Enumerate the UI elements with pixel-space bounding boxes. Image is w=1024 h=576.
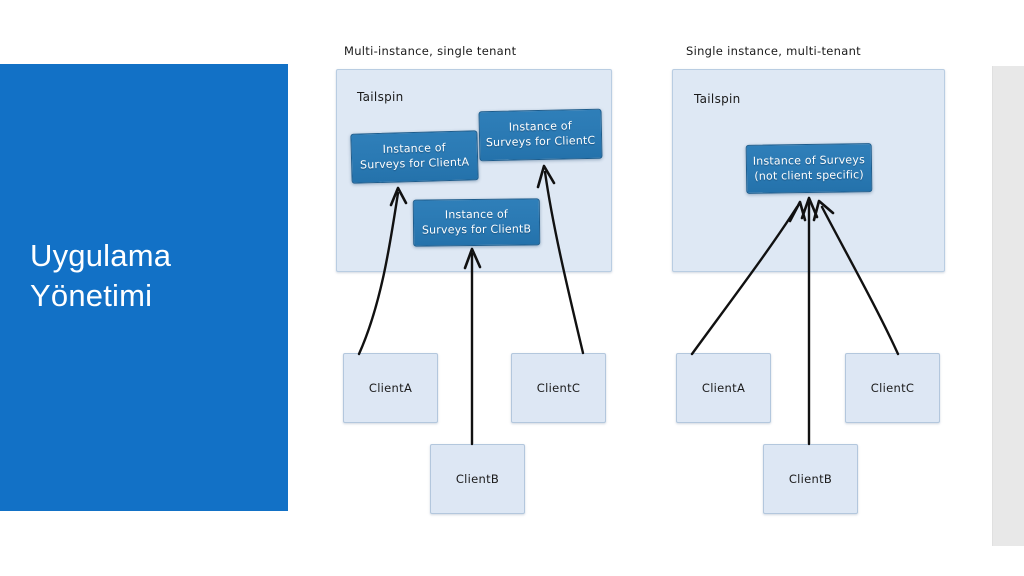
diagram-caption-left: Multi-instance, single tenant — [344, 44, 517, 58]
client-box-clienta-right[interactable]: ClientA — [676, 353, 771, 423]
arrow-clientb-left — [463, 247, 482, 446]
page-title: Uygulama Yönetimi — [30, 238, 172, 313]
client-box-clientb-left[interactable]: ClientB — [430, 444, 525, 514]
tenant-label-left: Tailspin — [357, 90, 404, 104]
instance-box-clienta[interactable]: Instance of Surveys for ClientA — [350, 130, 479, 184]
client-box-clientc-right[interactable]: ClientC — [845, 353, 940, 423]
diagram-caption-right: Single instance, multi-tenant — [686, 44, 861, 58]
client-box-clienta-left[interactable]: ClientA — [343, 353, 438, 423]
right-edge-strip — [992, 66, 1024, 546]
instance-box-shared[interactable]: Instance of Surveys (not client specific… — [745, 143, 873, 194]
title-panel: Uygulama Yönetimi — [0, 64, 288, 511]
client-box-clientb-right[interactable]: ClientB — [763, 444, 858, 514]
instance-box-clientc[interactable]: Instance of Surveys for ClientC — [478, 108, 603, 162]
instance-box-clientb[interactable]: Instance of Surveys for ClientB — [412, 198, 541, 247]
tenant-label-right: Tailspin — [694, 92, 741, 106]
client-box-clientc-left[interactable]: ClientC — [511, 353, 606, 423]
